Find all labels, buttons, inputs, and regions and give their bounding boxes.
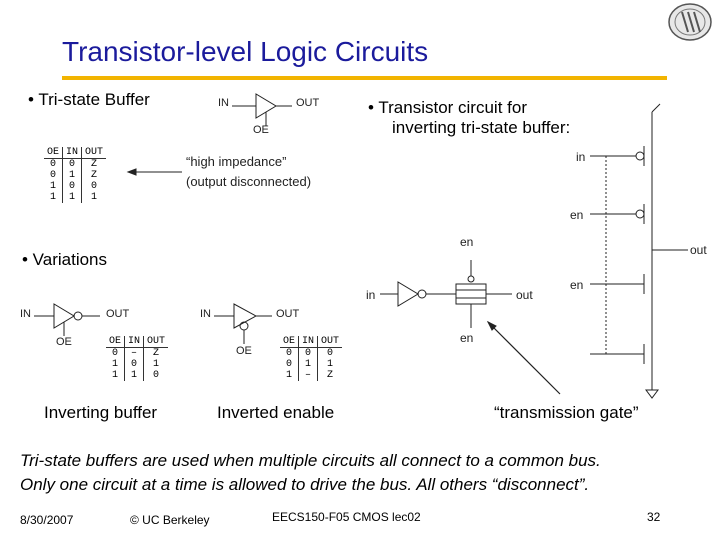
inv-enable-out-label: OUT <box>276 308 300 320</box>
tt-cell: 0 <box>106 347 126 359</box>
footer-date: 8/30/2007 <box>20 513 74 527</box>
tt-cell: 1 <box>62 192 83 203</box>
inverting-buffer-caption: Inverting buffer <box>44 403 158 422</box>
tt-cell: Z <box>91 170 98 181</box>
tt-header: IN <box>124 336 145 348</box>
bullet-tristate-buffer: • Tri-state Buffer <box>28 90 150 109</box>
schematic-en-top-label: en <box>570 208 584 222</box>
tt-cell: 0 <box>91 181 98 192</box>
tt-header: OE <box>280 336 300 348</box>
inv-buffer-in-label: IN <box>20 308 31 320</box>
tt-cell: 1 <box>44 181 64 192</box>
title-underline <box>62 76 667 80</box>
bullet-variations: • Variations <box>22 250 108 269</box>
tristate-oe-label: OE <box>253 124 269 136</box>
tristate-out-label: OUT <box>296 97 320 109</box>
tt-cell: 0 <box>298 347 319 359</box>
transistor-stack-schematic <box>590 103 688 399</box>
tt-cell: 0 <box>44 158 64 170</box>
inverted-enable-caption: Inverted enable <box>217 403 335 422</box>
tt-cell: 1 <box>124 370 145 381</box>
body-text-line2: Only one circuit at a time is allowed to… <box>20 475 590 494</box>
tt-cell: 1 <box>62 170 83 181</box>
transmission-gate-symbol <box>380 260 561 395</box>
tgate-in-label: in <box>366 288 376 302</box>
arrow-head <box>126 168 137 176</box>
bullet-transistor-circuit-line2: inverting tri-state buffer: <box>392 118 571 137</box>
tt-header: IN <box>298 336 319 348</box>
tt-cell: 0 <box>327 348 334 359</box>
tt-cell: – <box>298 370 319 381</box>
body-text-line1: Tri-state buffers are used when multiple… <box>20 451 601 470</box>
schematic-in-label: in <box>576 150 586 164</box>
tt-cell: 1 <box>280 370 300 381</box>
schematic-out-label: out <box>690 243 707 257</box>
tt-header: OE <box>106 336 126 348</box>
tristate-buffer-symbol <box>232 93 292 126</box>
tt-cell: 1 <box>91 192 98 203</box>
tgate-en-bottom-label: en <box>460 331 474 345</box>
tt-cell: 0 <box>124 359 145 370</box>
tt-cell: 0 <box>62 181 83 192</box>
tt-cell: 0 <box>280 359 300 370</box>
tt-header: OUT <box>317 336 343 348</box>
tt-cell: 1 <box>106 359 126 370</box>
tgate-out-label: out <box>516 288 533 302</box>
inverting-buffer-symbol <box>34 303 100 336</box>
tt-cell: 1 <box>106 370 126 381</box>
tristate-in-label: IN <box>218 97 229 109</box>
tt-cell: Z <box>91 159 98 170</box>
tt-cell: 1 <box>298 359 319 370</box>
footer-page-number: 32 <box>647 510 661 524</box>
tt-cell: 0 <box>44 170 64 181</box>
tt-header: IN <box>62 147 83 159</box>
tt-cell: 0 <box>280 347 300 359</box>
high-impedance-label: “high impedance” <box>186 154 287 169</box>
slide-title: Transistor-level Logic Circuits <box>62 36 429 67</box>
tt-cell: 1 <box>153 359 160 370</box>
inv-enable-oe-label: OE <box>236 345 252 357</box>
bullet-transistor-circuit-line1: • Transistor circuit for <box>368 98 527 117</box>
schematic-en-bottom-label: en <box>570 278 584 292</box>
inv-enable-in-label: IN <box>200 308 211 320</box>
tt-cell: 1 <box>327 359 334 370</box>
footer-course: EECS150-F05 CMOS lec02 <box>272 510 421 524</box>
inv-buffer-oe-label: OE <box>56 336 72 348</box>
tt-header: OE <box>44 147 64 159</box>
tt-header: OUT <box>143 336 169 348</box>
berkeley-seal-logo <box>666 2 714 42</box>
inv-buffer-out-label: OUT <box>106 308 130 320</box>
tt-cell: 1 <box>44 192 64 203</box>
output-disconnected-label: (output disconnected) <box>186 174 312 189</box>
tt-cell: 0 <box>62 158 83 170</box>
tt-cell: Z <box>327 370 334 381</box>
transmission-gate-caption: “transmission gate” <box>494 403 639 422</box>
tgate-en-top-label: en <box>460 235 474 249</box>
tt-cell: – <box>124 347 145 359</box>
tt-header: OUT <box>81 147 107 159</box>
inverted-enable-symbol <box>214 303 272 344</box>
tt-cell: Z <box>153 348 160 359</box>
footer-copyright: © UC Berkeley <box>130 513 210 527</box>
tt-cell: 0 <box>153 370 160 381</box>
